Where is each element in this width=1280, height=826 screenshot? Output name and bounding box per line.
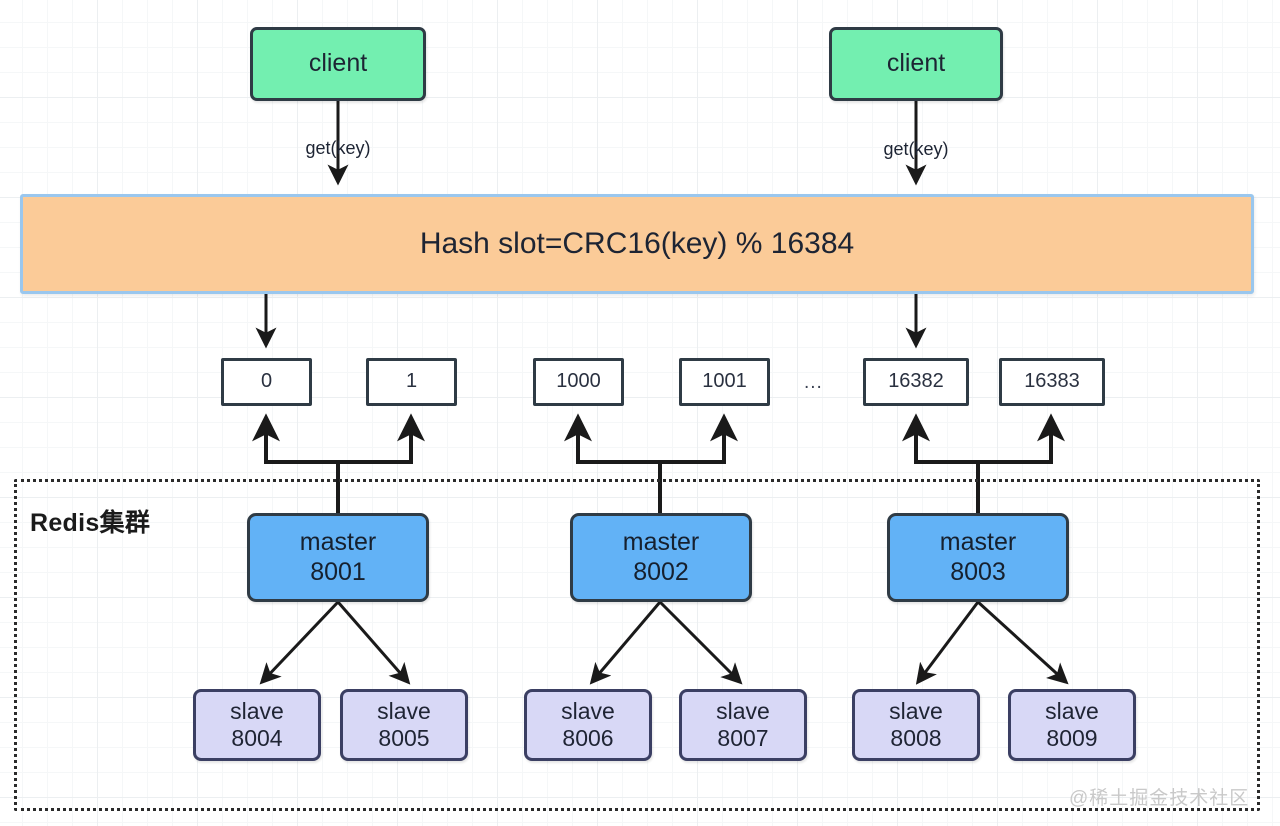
master-node-8001[interactable]: master 8001 bbox=[247, 513, 429, 602]
slave-node-8008[interactable]: slave 8008 bbox=[852, 689, 980, 761]
hash-slot-band-label: Hash slot=CRC16(key) % 16384 bbox=[419, 227, 855, 261]
client-node-2-label: client bbox=[886, 49, 946, 78]
slave-node-8005-role: slave bbox=[377, 697, 431, 724]
client-node-2[interactable]: client bbox=[829, 27, 1003, 101]
slave-node-8004-port: 8004 bbox=[231, 725, 283, 751]
slave-node-8008-role: slave bbox=[889, 697, 943, 724]
slot-box-1-label: 1 bbox=[405, 370, 418, 393]
client-node-1-label: client bbox=[308, 49, 368, 78]
master-node-8002[interactable]: master 8002 bbox=[570, 513, 752, 602]
slot-box-1: 1 bbox=[366, 358, 457, 406]
master-node-8001-role: master bbox=[299, 528, 377, 556]
slot-box-1001-label: 1001 bbox=[702, 370, 747, 393]
slave-node-8006[interactable]: slave 8006 bbox=[524, 689, 652, 761]
master-node-8003-port: 8003 bbox=[950, 557, 1006, 586]
master-node-8002-role: master bbox=[622, 528, 700, 556]
slave-node-8008-port: 8008 bbox=[890, 725, 942, 751]
client-node-1[interactable]: client bbox=[250, 27, 426, 101]
slot-box-1000-label: 1000 bbox=[556, 370, 601, 393]
slot-box-0-label: 0 bbox=[260, 370, 273, 393]
slave-node-8006-role: slave bbox=[561, 697, 615, 724]
watermark: @稀土掘金技术社区 bbox=[1069, 788, 1250, 809]
slave-node-8006-port: 8006 bbox=[562, 725, 614, 751]
master-node-8003[interactable]: master 8003 bbox=[887, 513, 1069, 602]
master-node-8001-port: 8001 bbox=[310, 557, 366, 586]
slave-node-8009-port: 8009 bbox=[1046, 725, 1098, 751]
slave-node-8004[interactable]: slave 8004 bbox=[193, 689, 321, 761]
edge-label-get-key-2: get(key) bbox=[883, 139, 949, 159]
slave-node-8007-role: slave bbox=[716, 697, 770, 724]
slave-node-8005-port: 8005 bbox=[378, 725, 430, 751]
slave-node-8005[interactable]: slave 8005 bbox=[340, 689, 468, 761]
redis-cluster-label: Redis集群 bbox=[30, 509, 151, 537]
slave-node-8007-port: 8007 bbox=[717, 725, 769, 751]
master-node-8003-role: master bbox=[939, 528, 1017, 556]
slot-box-0: 0 bbox=[221, 358, 312, 406]
slot-box-16382-label: 16382 bbox=[888, 370, 944, 393]
slot-box-1001: 1001 bbox=[679, 358, 770, 406]
slave-node-8004-role: slave bbox=[230, 697, 284, 724]
hash-slot-band: Hash slot=CRC16(key) % 16384 bbox=[20, 194, 1254, 294]
slot-box-1000: 1000 bbox=[533, 358, 624, 406]
slot-ellipsis: ... bbox=[804, 372, 823, 393]
slot-box-16383: 16383 bbox=[999, 358, 1105, 406]
slave-node-8009-role: slave bbox=[1045, 697, 1099, 724]
slave-node-8009[interactable]: slave 8009 bbox=[1008, 689, 1136, 761]
slave-node-8007[interactable]: slave 8007 bbox=[679, 689, 807, 761]
master-node-8002-port: 8002 bbox=[633, 557, 689, 586]
redis-cluster-container bbox=[14, 479, 1260, 811]
slot-box-16382: 16382 bbox=[863, 358, 969, 406]
edge-label-get-key-1: get(key) bbox=[305, 138, 371, 158]
slot-box-16383-label: 16383 bbox=[1024, 370, 1080, 393]
